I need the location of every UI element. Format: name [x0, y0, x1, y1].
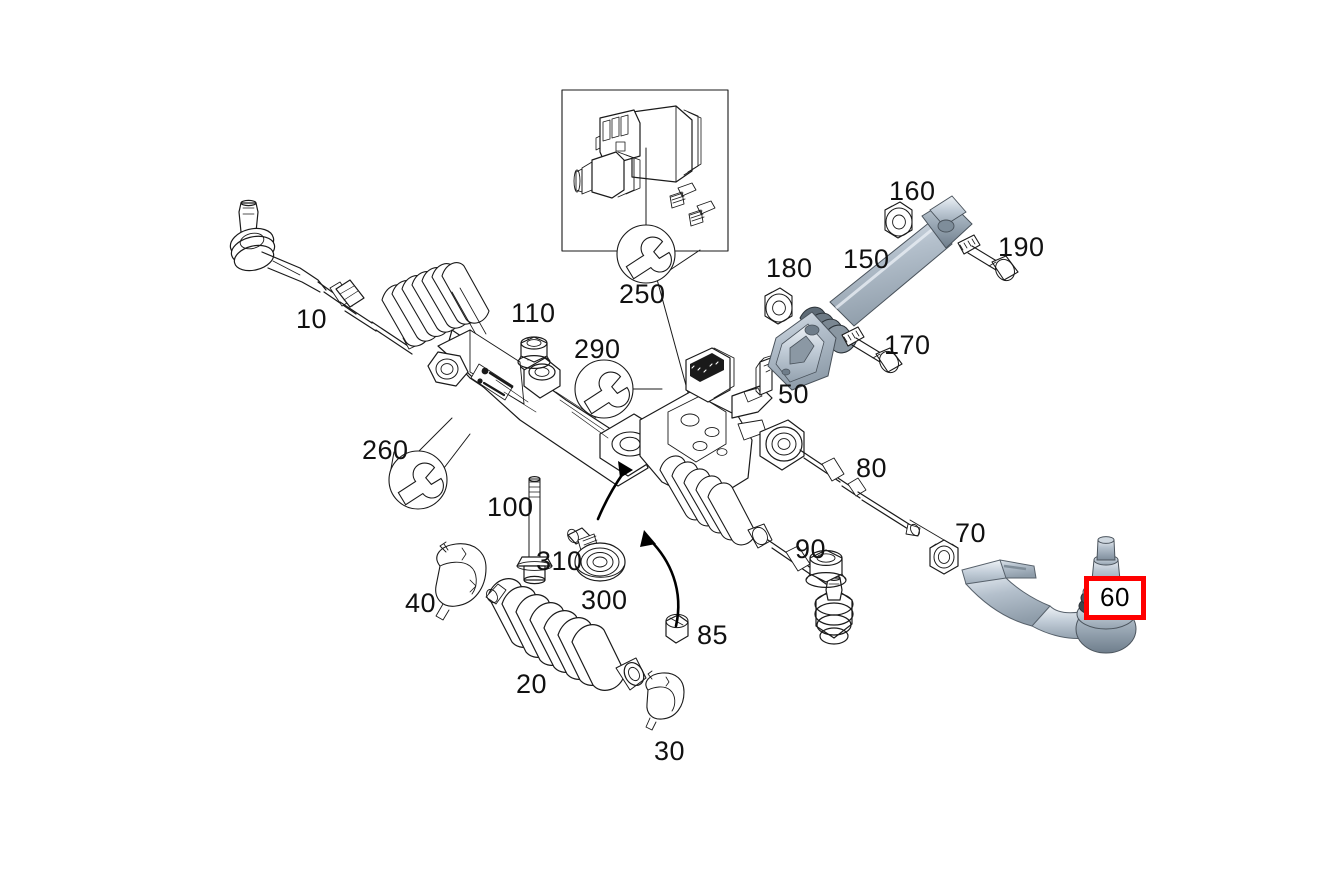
rack-left-bellows [381, 258, 490, 348]
wrench-icon-260 [388, 450, 448, 510]
callout-70[interactable]: 70 [955, 518, 987, 548]
callout-260[interactable]: 260 [362, 435, 409, 465]
part-30-boot-clamp-small [645, 670, 685, 731]
part-40-boot-clamp-large [435, 541, 487, 621]
part-100-mounting-bolt-long [516, 476, 553, 585]
part-20-bellows-boot [485, 578, 647, 691]
part-160-washer-upper [884, 201, 913, 239]
part-170-clamp-bolt-lower [841, 326, 903, 374]
callout-150[interactable]: 150 [843, 244, 890, 274]
callout-80[interactable]: 80 [856, 453, 888, 483]
part-150-intermediate-shaft [767, 195, 973, 391]
callout-110[interactable]: 110 [511, 298, 556, 328]
part-80-inner-tie-rod [759, 419, 921, 537]
part-190-clamp-bolt-upper [957, 234, 1019, 282]
wrench-icon-250 [616, 224, 676, 284]
part-10-outer-tie-rod-left [229, 199, 425, 355]
callout-100[interactable]: 100 [487, 492, 534, 522]
callout-30[interactable]: 30 [654, 736, 686, 766]
callout-250[interactable]: 250 [619, 279, 666, 309]
callout-20[interactable]: 20 [516, 669, 548, 699]
callout-160[interactable]: 160 [889, 176, 936, 206]
callout-310[interactable]: 310 [536, 546, 583, 576]
callout-90[interactable]: 90 [795, 534, 827, 564]
detail-inset-box [561, 89, 729, 252]
part-300-rubber-mount-bushing [574, 542, 626, 582]
callout-50[interactable]: 50 [778, 379, 810, 409]
callout-85[interactable]: 85 [697, 620, 729, 650]
rack-right-bellows [659, 455, 773, 549]
callout-290[interactable]: 290 [574, 334, 621, 364]
callout-10[interactable]: 10 [296, 304, 328, 334]
wrench-icon-290 [574, 359, 634, 419]
service-wrench-icons [388, 224, 676, 510]
part-110-flange-nut [517, 336, 551, 370]
rack-right-rod-tail [909, 519, 945, 541]
callout-170[interactable]: 170 [884, 330, 931, 360]
part-90-flange-lock-nut [805, 549, 847, 588]
rack-right-tie-rod [767, 539, 854, 645]
callout-40[interactable]: 40 [405, 588, 437, 618]
part-180-washer-lower [764, 287, 793, 325]
callout-60-highlighted[interactable]: 60 [1084, 576, 1146, 620]
callout-180[interactable]: 180 [766, 253, 813, 283]
part-70-hex-nut [929, 539, 959, 575]
annotation-arrows [596, 461, 680, 628]
callout-300[interactable]: 300 [581, 585, 628, 615]
steering-rack-housing [427, 329, 773, 505]
callout-190[interactable]: 190 [998, 232, 1045, 262]
